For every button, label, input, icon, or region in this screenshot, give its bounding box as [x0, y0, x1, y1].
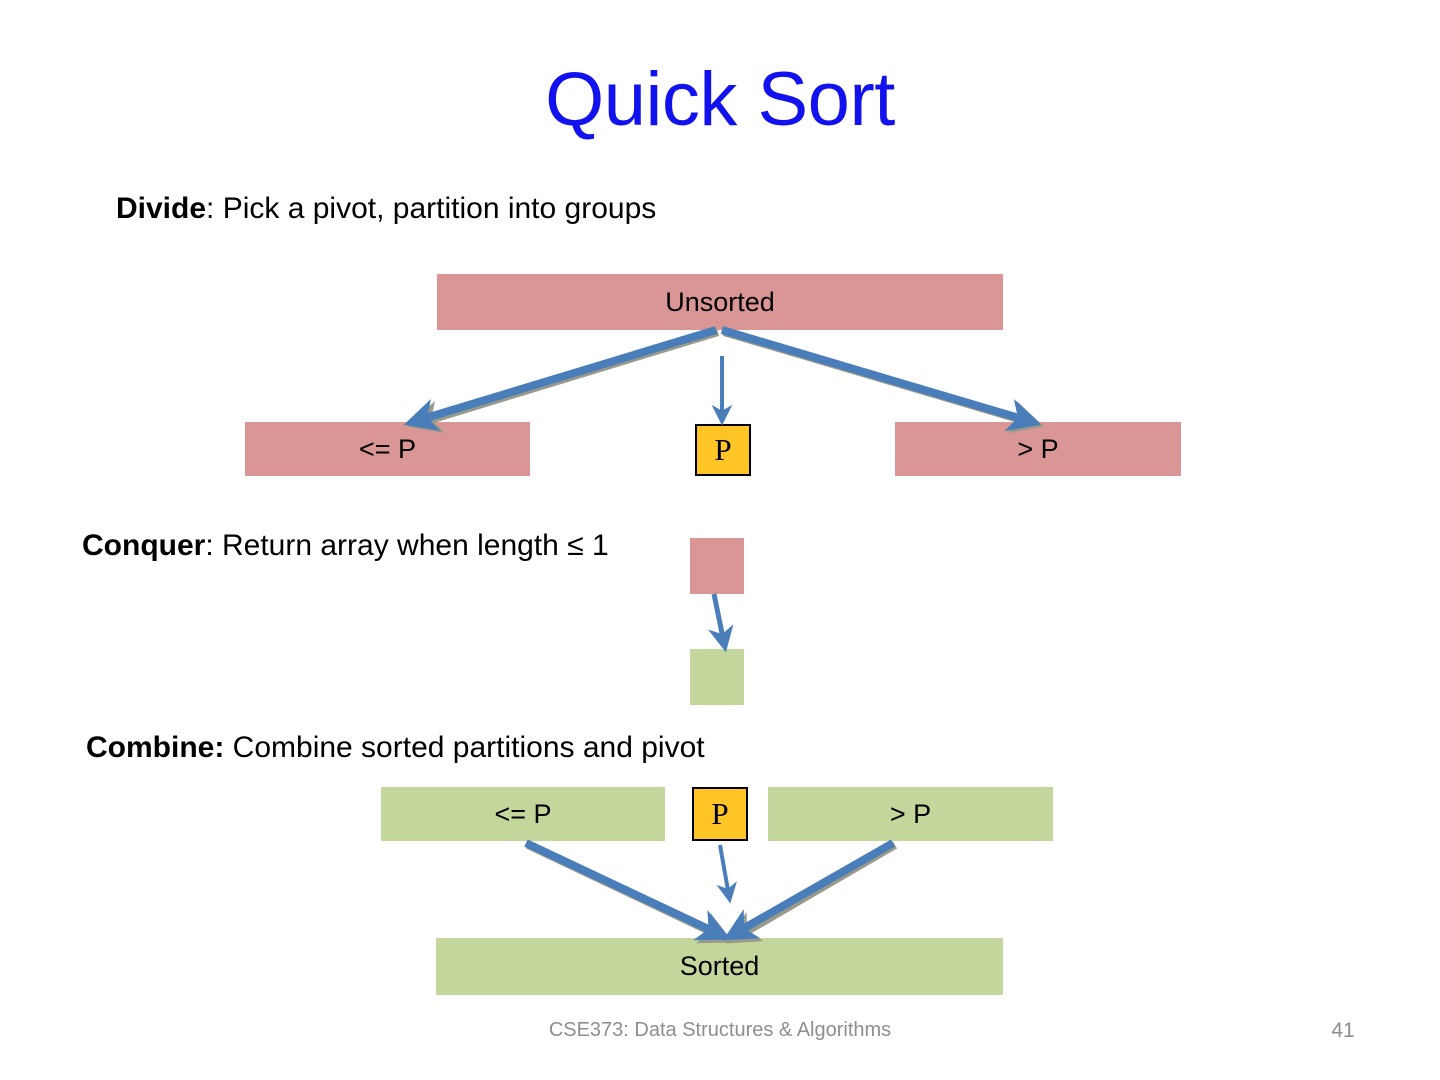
pivot-box-divide: P	[695, 424, 751, 476]
combine-description: Combine sorted partitions and pivot	[224, 731, 705, 764]
pivot-box-combine: P	[692, 787, 748, 841]
divide-description: : Pick a pivot, partition into groups	[206, 192, 657, 225]
combine-arrow-right	[722, 839, 895, 941]
greater-pivot-box-sorted: > P	[768, 787, 1053, 841]
divide-keyword: Divide	[116, 192, 207, 225]
combine-arrow-pivot	[716, 844, 737, 904]
divide-step-text: Divide: Pick a pivot, partition into gro…	[116, 192, 656, 226]
page-number: 41	[1331, 1019, 1355, 1042]
conquer-step-text: Conquer: Return array when length ≤ 1	[82, 529, 609, 563]
divide-arrow-right	[720, 326, 1042, 432]
conquer-unsorted-square	[690, 538, 744, 594]
page-title: Quick Sort	[545, 57, 895, 142]
conquer-sorted-square	[690, 649, 744, 705]
unsorted-array-box: Unsorted	[437, 274, 1003, 330]
combine-arrow-shadows	[526, 841, 898, 944]
combine-keyword: Combine:	[86, 731, 225, 764]
divide-arrow-left	[403, 326, 718, 432]
sorted-array-box: Sorted	[436, 938, 1003, 995]
greater-pivot-box-unsorted: > P	[895, 422, 1181, 476]
conquer-keyword: Conquer	[82, 529, 206, 562]
footer-course-label: CSE373: Data Structures & Algorithms	[548, 1019, 892, 1041]
conquer-description: : Return array when length ≤ 1	[205, 529, 609, 562]
divide-arrow-shadows	[407, 328, 1045, 434]
combine-step-text: Combine: Combine sorted partitions and p…	[86, 731, 705, 765]
less-equal-pivot-box-sorted: <= P	[381, 787, 665, 841]
combine-arrow-left	[524, 839, 731, 941]
less-equal-pivot-box-unsorted: <= P	[245, 422, 530, 476]
conquer-arrow	[707, 593, 734, 653]
